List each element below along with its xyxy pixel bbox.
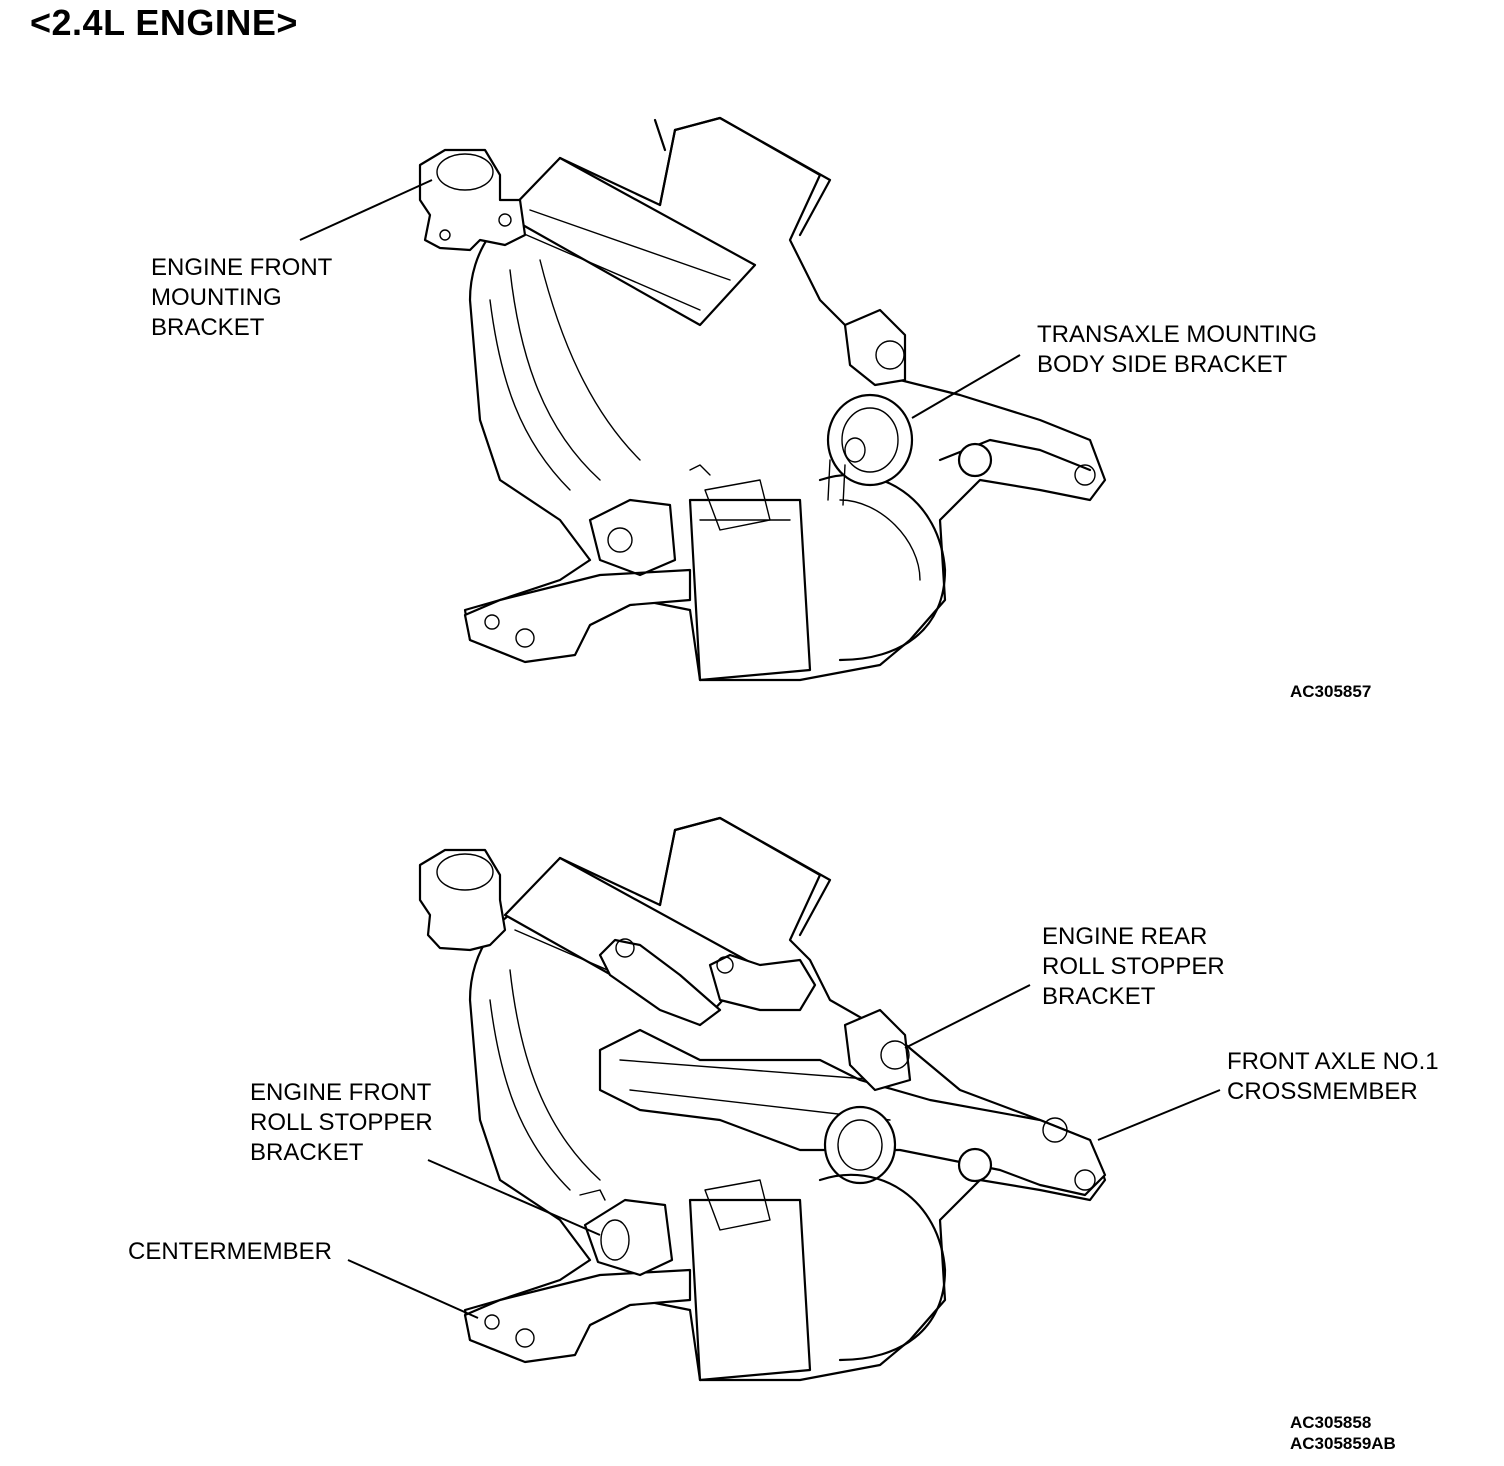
figure-code-lower: AC305858 AC305859AB xyxy=(1290,1413,1396,1453)
figure-code-upper: AC305857 xyxy=(1290,682,1372,701)
label-transaxle-mounting-body-side-bracket: TRANSAXLE MOUNTING BODY SIDE BRACKET xyxy=(1037,321,1318,378)
leader-front-axle-no1-crossmember xyxy=(1097,1089,1221,1141)
leader-centermember xyxy=(347,1259,479,1319)
engine-assembly-illustration-upper xyxy=(418,116,1107,682)
label-engine-front-mounting-bracket: ENGINE FRONT MOUNTING BRACKET xyxy=(151,254,333,341)
label-centermember: CENTERMEMBER xyxy=(128,1238,333,1265)
leader-transaxle-mounting-body-side-bracket xyxy=(911,354,1021,419)
label-engine-rear-roll-stopper-bracket: ENGINE REAR ROLL STOPPER BRACKET xyxy=(1042,923,1225,1010)
engine-assembly-illustration-lower xyxy=(418,816,1107,1382)
leader-engine-front-mounting-bracket xyxy=(299,179,433,241)
page-title: <2.4L ENGINE> xyxy=(30,2,298,43)
label-front-axle-no1-crossmember: FRONT AXLE NO.1 CROSSMEMBER xyxy=(1227,1048,1439,1105)
leader-engine-front-roll-stopper-bracket xyxy=(427,1159,601,1236)
leader-engine-rear-roll-stopper-bracket xyxy=(904,984,1031,1049)
label-engine-front-roll-stopper-bracket: ENGINE FRONT ROLL STOPPER BRACKET xyxy=(250,1079,433,1166)
